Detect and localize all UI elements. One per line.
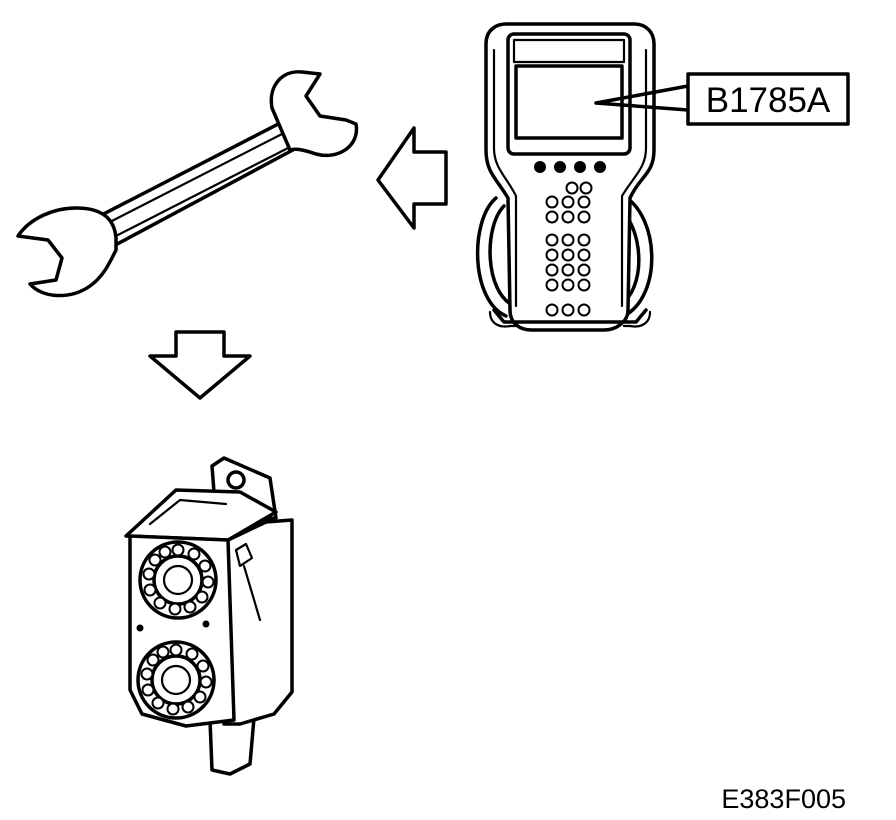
- keypad: [545, 181, 593, 317]
- connector-lower: [136, 640, 216, 720]
- arrow-left-icon: [376, 126, 448, 230]
- arrow-down-icon: [148, 330, 252, 400]
- figure-id: E383F005: [721, 784, 846, 814]
- callout: B1785A: [594, 72, 850, 126]
- control-module-icon: [124, 456, 294, 776]
- scan-tool-icon: [475, 22, 656, 332]
- callout-label: B1785A: [706, 81, 831, 120]
- connector-upper: [138, 540, 218, 620]
- wrench-icon: [16, 70, 359, 298]
